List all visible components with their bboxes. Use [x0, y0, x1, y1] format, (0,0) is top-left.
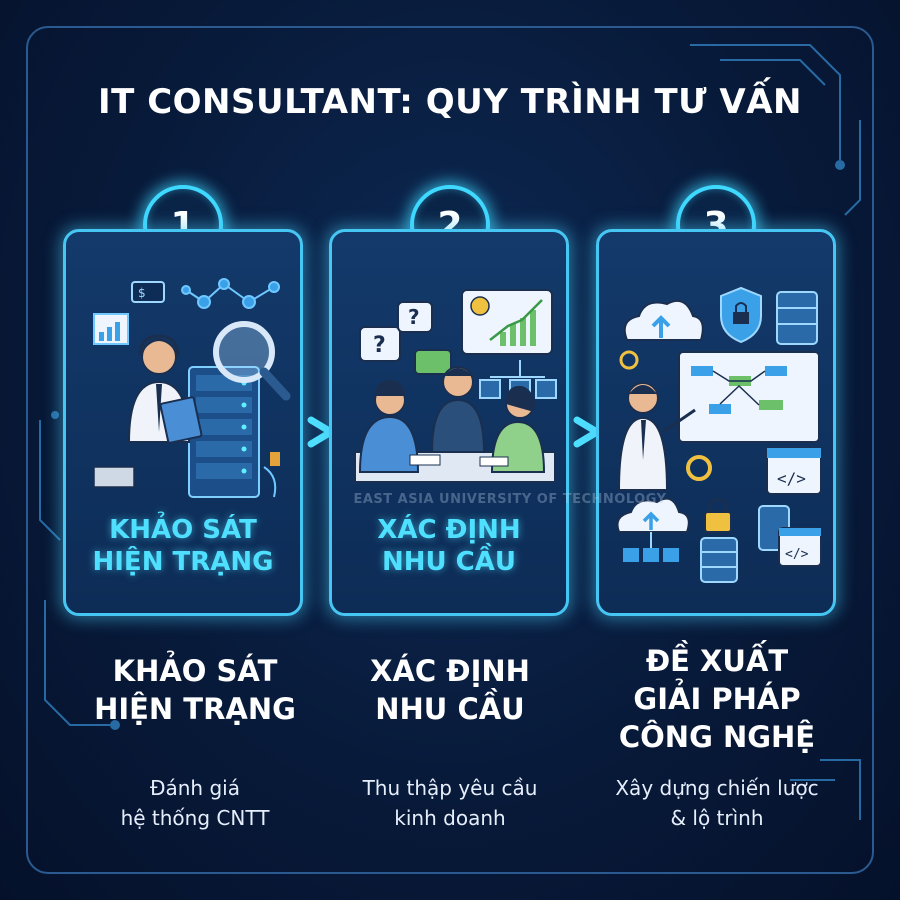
presentation-board-icon: [678, 351, 820, 443]
step-1-title-line2: HIỆN TRẠNG: [94, 692, 296, 726]
page-title: IT CONSULTANT: QUY TRÌNH TƯ VẤN: [98, 82, 802, 122]
watermark-text: EAST ASIA UNIVERSITY OF TECHNOLOGY: [353, 492, 667, 507]
consultant-server-illustration: $: [93, 278, 291, 498]
outer-frame: [26, 26, 874, 874]
step-3-desc-line2: & lộ trình: [670, 806, 764, 830]
question-bubble-icon: ? ?: [359, 301, 452, 375]
database-icon: [776, 291, 818, 345]
code-icon: </>: [766, 447, 822, 495]
step-2-card-title: XÁC ĐỊNH NHU CẦU: [332, 514, 566, 578]
step-1-desc-line2: hệ thống CNTT: [120, 806, 270, 830]
step-1-title-line1: KHẢO SÁT: [112, 654, 278, 688]
svg-text:$: $: [138, 286, 146, 300]
lock-icon: [704, 497, 732, 533]
step-3-desc-line1: Xây dựng chiến lược: [615, 776, 819, 800]
step-1-card-title-line2: HIỆN TRẠNG: [92, 547, 274, 577]
step-2-title-line1: XÁC ĐỊNH: [370, 654, 530, 688]
svg-text:</>: </>: [777, 469, 806, 488]
step-1-description: Đánh giá hệ thống CNTT: [60, 773, 330, 833]
meeting-illustration: ? ?: [354, 289, 557, 483]
step-2-description: Thu thập yêu cầu kinh doanh: [315, 773, 585, 833]
code-icon: </>: [778, 527, 822, 567]
step-1-card-title-line1: KHẢO SÁT: [109, 515, 257, 545]
step-2-title-line2: NHU CẦU: [375, 692, 525, 726]
step-2-card-title-line1: XÁC ĐỊNH: [377, 515, 521, 545]
network-icon: [181, 278, 280, 309]
magnifier-icon: [213, 321, 291, 401]
growth-chart-icon: [461, 289, 553, 355]
step-3-card: </> </>: [596, 229, 836, 616]
step-2-title: XÁC ĐỊNH NHU CẦU: [315, 652, 585, 728]
step-2-desc-line1: Thu thập yêu cầu: [362, 776, 538, 800]
step-3-title-line2: GIẢI PHÁP: [633, 682, 801, 716]
step-3-title-line3: CÔNG NGHỆ: [618, 720, 816, 754]
consultant-icon: [93, 334, 203, 488]
svg-text:?: ?: [408, 305, 420, 329]
gear-icon: [619, 350, 712, 481]
step-3-title-line1: ĐỀ XUẤT: [645, 644, 789, 678]
cloud-upload-icon: [623, 300, 704, 341]
step-2-desc-line2: kinh doanh: [394, 806, 506, 830]
step-3-description: Xây dựng chiến lược & lộ trình: [582, 773, 852, 833]
step-1-title: KHẢO SÁT HIỆN TRẠNG: [60, 652, 330, 728]
solution-illustration: </> </>: [616, 286, 822, 583]
consultant-icon: [617, 382, 696, 491]
step-3-title: ĐỀ XUẤT GIẢI PHÁP CÔNG NGHỆ: [582, 642, 852, 756]
svg-text:?: ?: [373, 333, 386, 358]
lock-icon: [720, 286, 762, 344]
step-1-card-title: KHẢO SÁT HIỆN TRẠNG: [66, 514, 300, 578]
step-1-desc-line1: Đánh giá: [150, 776, 240, 800]
step-1-card: $: [63, 229, 303, 616]
step-2-card: ? ?: [329, 229, 569, 616]
svg-text:</>: </>: [785, 547, 809, 562]
cloud-upload-icon: [616, 497, 690, 562]
step-2-card-title-line2: NHU CẦU: [382, 547, 516, 577]
meeting-icon: [354, 366, 556, 483]
chart-icon: [93, 313, 129, 345]
